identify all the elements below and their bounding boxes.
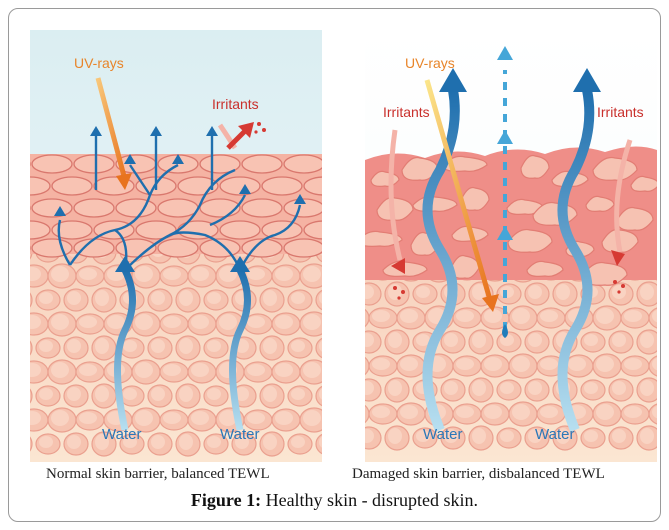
- water-label-left-damaged: Water: [423, 426, 462, 443]
- corneocyte-brick: [74, 239, 114, 257]
- corneocyte-brick: [284, 155, 322, 173]
- corneocyte-brick: [220, 221, 260, 239]
- water-label-left: Water: [102, 426, 141, 443]
- skin-cells: [30, 240, 322, 456]
- normal-skin-svg: [30, 30, 322, 462]
- normal-skin-illustration: UV-rays Irritants Water Water: [30, 30, 322, 462]
- corneocyte-brick: [284, 239, 322, 257]
- corneocyte-brick: [242, 199, 282, 217]
- irritants-label-right: Irritants: [597, 104, 644, 120]
- corneocyte-brick: [32, 239, 72, 257]
- corneocyte-brick: [200, 199, 240, 217]
- damaged-skin-illustration: UV-rays Irritants Irritants Water Water: [365, 30, 657, 462]
- corneocyte-brick: [158, 239, 198, 257]
- uv-rays-label: UV-rays: [74, 55, 124, 71]
- corneocyte-brick: [74, 155, 114, 173]
- corneocyte-brick: [242, 155, 282, 173]
- corneocyte-brick: [158, 199, 198, 217]
- figure-caption: Figure 1: Healthy skin - disrupted skin.: [0, 490, 669, 511]
- corneocyte-brick: [200, 239, 240, 257]
- corneocyte-brick: [52, 177, 92, 195]
- corneocyte-brick: [32, 199, 72, 217]
- caption-damaged-skin: Damaged skin barrier, disbalanced TEWL: [352, 466, 605, 483]
- uv-rays-label-damaged: UV-rays: [405, 55, 455, 71]
- corneocyte-brick: [220, 177, 260, 195]
- corneocyte-brick: [32, 155, 72, 173]
- damaged-skin-svg: [365, 30, 657, 462]
- figure-label: Figure 1:: [191, 490, 261, 510]
- irritants-label: Irritants: [212, 96, 259, 112]
- water-label-right: Water: [220, 426, 259, 443]
- figure-caption-text: Healthy skin - disrupted skin.: [266, 490, 478, 510]
- caption-normal-skin: Normal skin barrier, balanced TEWL: [46, 466, 270, 483]
- corneocyte-brick: [74, 199, 114, 217]
- corneocyte-brick: [262, 177, 302, 195]
- corneocyte-brick: [116, 199, 156, 217]
- irritants-label-left: Irritants: [383, 104, 430, 120]
- water-label-right-damaged: Water: [535, 426, 574, 443]
